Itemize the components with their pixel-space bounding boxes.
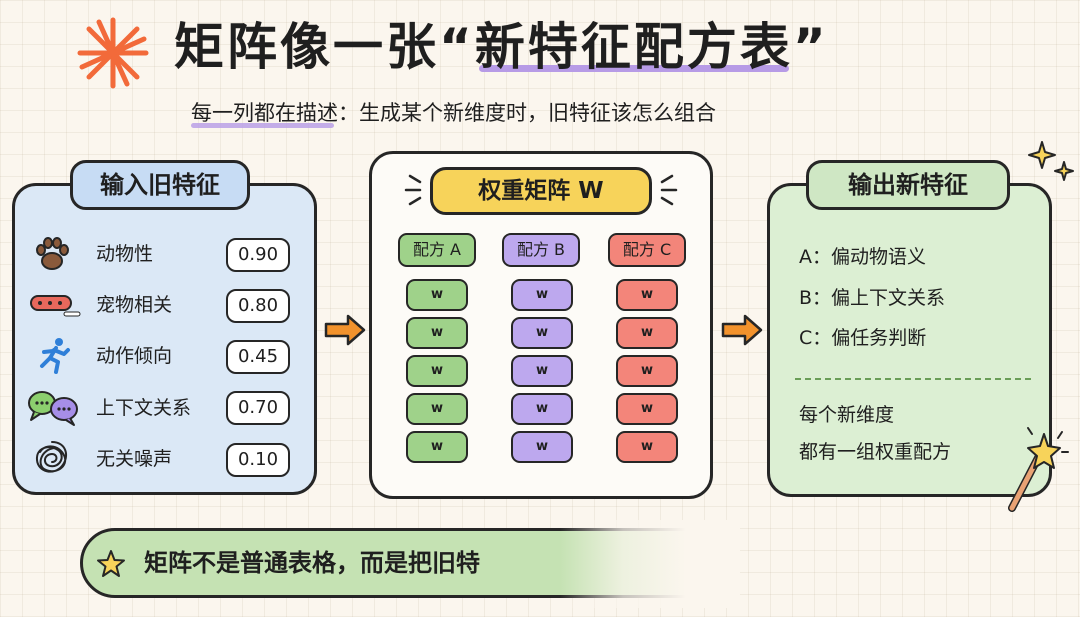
matrix-cell: w xyxy=(511,355,573,387)
matrix-cell: w xyxy=(616,393,678,425)
feature-label: 动物性 xyxy=(96,243,154,265)
dashed-divider xyxy=(795,378,1031,380)
matrix-cell: w xyxy=(616,355,678,387)
input-panel-heading: 输入旧特征 xyxy=(70,160,250,210)
title-prefix: 矩阵像一张 xyxy=(174,18,439,76)
title-quote-close: ” xyxy=(792,18,829,76)
feature-label: 宠物相关 xyxy=(96,294,173,316)
matrix-cell: w xyxy=(511,431,573,463)
pet-collar-icon xyxy=(30,295,81,317)
matrix-cell: w xyxy=(406,393,468,425)
emphasis-lines-icon xyxy=(660,174,678,206)
output-item-c: C：偏任务判断 xyxy=(799,327,927,349)
matrix-cell: w xyxy=(406,317,468,349)
matrix-panel-heading: 权重矩阵 W xyxy=(430,167,652,215)
subtitle-key: 每一列都在描述 xyxy=(191,96,338,130)
running-person-icon xyxy=(40,338,70,374)
column-header-a: 配方 A xyxy=(398,233,476,267)
noise-scribble-icon xyxy=(35,441,68,473)
arrow-right-icon xyxy=(324,314,366,346)
feature-value: 0.10 xyxy=(226,443,290,477)
title-quote-open: “ xyxy=(439,18,475,76)
matrix-cell: w xyxy=(406,279,468,311)
sparkle-icon xyxy=(1028,141,1074,181)
paw-icon xyxy=(36,237,69,270)
matrix-cell: w xyxy=(406,355,468,387)
title-highlight: 新特征配方表 xyxy=(475,14,793,80)
output-item-b: B：偏上下文关系 xyxy=(799,287,946,309)
output-item-a: A：偏动物语义 xyxy=(799,246,926,268)
matrix-cell: w xyxy=(511,279,573,311)
subtitle: 每一列都在描述：生成某个新维度时，旧特征该怎么组合 xyxy=(191,96,716,130)
banner-fade-overlay xyxy=(560,520,740,608)
matrix-cell: w xyxy=(616,431,678,463)
subtitle-rest: ：生成某个新维度时，旧特征该怎么组合 xyxy=(338,101,716,125)
feature-value: 0.80 xyxy=(226,289,290,323)
feature-label: 无关噪声 xyxy=(96,448,173,470)
matrix-cell: w xyxy=(406,431,468,463)
emphasis-lines-icon xyxy=(404,174,422,206)
star-icon xyxy=(97,550,125,577)
feature-label: 上下文关系 xyxy=(96,397,192,419)
banner-text: 矩阵不是普通表格，而是把旧特 xyxy=(144,549,480,577)
column-header-b: 配方 B xyxy=(502,233,580,267)
output-note-line2: 都有一组权重配方 xyxy=(799,441,952,463)
speech-bubbles-icon xyxy=(28,391,78,426)
matrix-cell: w xyxy=(616,317,678,349)
matrix-cell: w xyxy=(511,393,573,425)
page-title: 矩阵像一张“新特征配方表” xyxy=(174,14,829,80)
column-header-c: 配方 C xyxy=(608,233,686,267)
feature-value: 0.45 xyxy=(226,340,290,374)
feature-value: 0.70 xyxy=(226,391,290,425)
arrow-right-icon xyxy=(721,314,763,346)
magic-wand-icon xyxy=(1008,427,1069,512)
matrix-cell: w xyxy=(616,279,678,311)
feature-value: 0.90 xyxy=(226,238,290,272)
matrix-cell: w xyxy=(511,317,573,349)
output-panel-heading: 输出新特征 xyxy=(806,160,1010,210)
starburst-icon xyxy=(77,17,149,89)
output-note-line1: 每个新维度 xyxy=(799,404,895,426)
feature-label: 动作倾向 xyxy=(96,345,173,367)
